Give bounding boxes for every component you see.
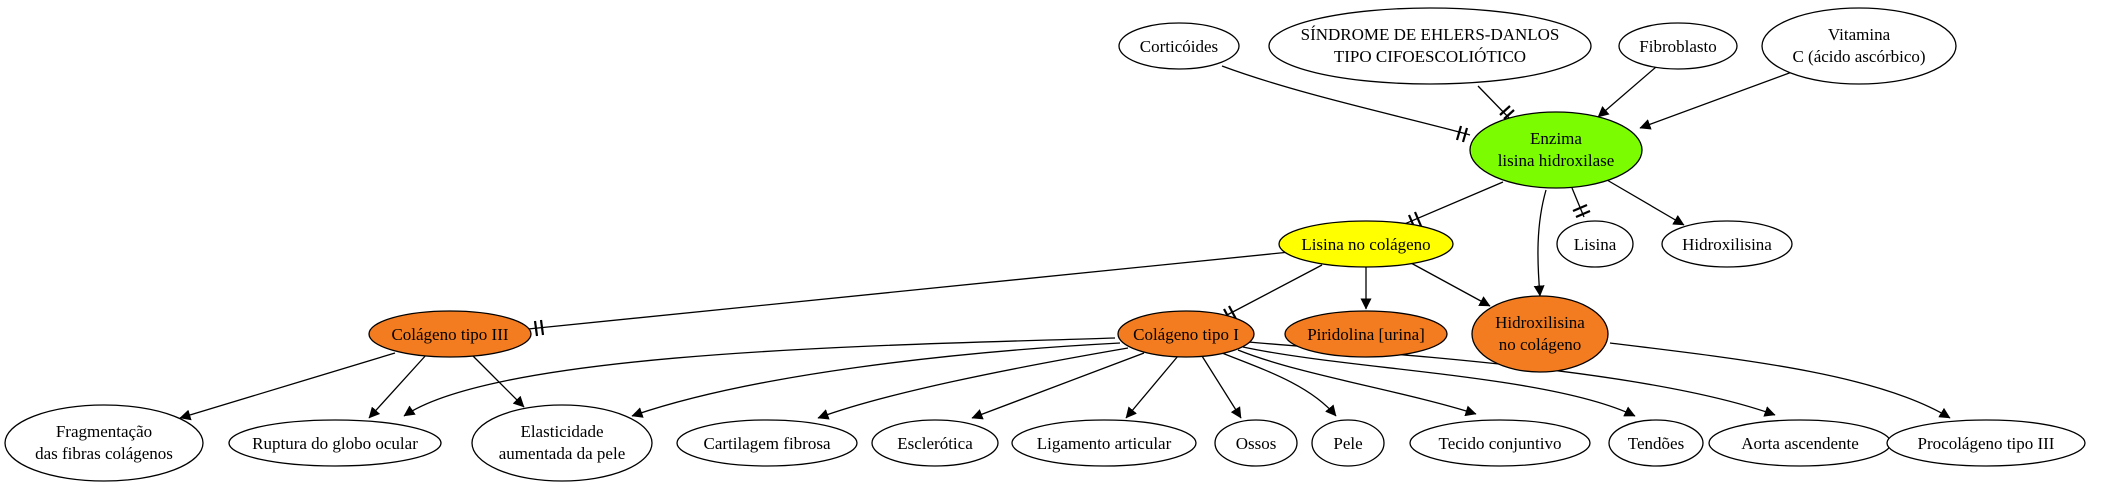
node-ehlers-danlos[interactable]: SÍNDROME DE EHLERS-DANLOS TIPO CIFOESCOL… (1268, 7, 1592, 85)
node-label: Elasticidade (520, 422, 603, 441)
node-label: Fragmentação (56, 422, 152, 441)
edge-col1-tecido (1237, 349, 1477, 417)
node-label: Piridolina [urina] (1307, 325, 1425, 344)
node-label: Procolágeno tipo III (1918, 434, 2055, 453)
node-label: Ossos (1236, 434, 1277, 453)
edge-enzima-lisina (1571, 187, 1585, 218)
edges (179, 65, 1951, 421)
edge-lisinacol-hidroxcol (1410, 262, 1491, 307)
node-lisina-colageno[interactable]: Lisina no colágeno (1278, 220, 1454, 268)
node-label: TIPO CIFOESCOLIÓTICO (1334, 47, 1526, 66)
node-label: Corticóides (1140, 37, 1218, 56)
node-label: Aorta ascendente (1741, 434, 1859, 453)
node-tendoes[interactable]: Tendões (1608, 419, 1704, 467)
edge-lisinacol-col1 (1226, 264, 1323, 316)
node-label: Colágeno tipo I (1133, 325, 1239, 344)
edge-col3-ruptura (368, 353, 428, 419)
node-label: Colágeno tipo III (391, 325, 508, 344)
edge-enzima-lisinacol (1394, 181, 1504, 229)
node-piridolina[interactable]: Piridolina [urina] (1284, 310, 1448, 358)
edge-hidroxcol-procolageno (1609, 342, 1951, 419)
node-label: Enzima (1530, 129, 1582, 148)
node-label: Vitamina (1828, 25, 1891, 44)
edge-col1-cartilagem (817, 347, 1129, 420)
edge-ehlers-enzima (1477, 85, 1513, 122)
edge-col1-ligamento (1125, 355, 1179, 419)
edge-vitamina-enzima (1639, 71, 1793, 130)
node-label: Tecido conjuntivo (1439, 434, 1562, 453)
node-label: Pele (1333, 434, 1362, 453)
node-label: Ruptura do globo ocular (252, 434, 418, 453)
edge-enzima-hidroxilisina (1606, 179, 1685, 226)
node-corticoides[interactable]: Corticóides (1118, 22, 1240, 70)
node-enzima[interactable]: Enzima lisina hidroxilase (1469, 111, 1643, 189)
edge-col1-pele (1221, 352, 1337, 417)
node-lisina[interactable]: Lisina (1556, 220, 1634, 268)
edge-fibroblasto-enzima (1597, 66, 1657, 118)
node-colageno-tipo-iii[interactable]: Colágeno tipo III (368, 310, 532, 358)
node-procolageno[interactable]: Procolágeno tipo III (1886, 419, 2086, 467)
node-label: das fibras colágenos (35, 444, 173, 463)
node-label: aumentada da pele (499, 444, 626, 463)
node-fibroblasto[interactable]: Fibroblasto (1618, 22, 1738, 70)
edge-col1-elasticidade (631, 342, 1121, 418)
node-ligamento[interactable]: Ligamento articular (1011, 419, 1197, 467)
node-esclerotica[interactable]: Esclerótica (871, 419, 999, 467)
node-hidroxilisina-colageno[interactable]: Hidroxilisina no colágeno (1471, 295, 1609, 373)
node-colageno-tipo-i[interactable]: Colágeno tipo I (1117, 310, 1255, 358)
node-label: Hidroxilisina (1495, 313, 1585, 332)
node-label: lisina hidroxilase (1498, 151, 1615, 170)
node-aorta[interactable]: Aorta ascendente (1708, 419, 1892, 467)
node-label: Tendões (1628, 434, 1684, 453)
edge-col1-esclerotica (971, 352, 1145, 420)
nodes: Corticóides SÍNDROME DE EHLERS-DANLOS TI… (4, 7, 2086, 482)
node-label: Lisina no colágeno (1301, 235, 1430, 254)
node-label: no colágeno (1499, 335, 1582, 354)
node-ruptura[interactable]: Ruptura do globo ocular (228, 419, 442, 467)
node-label: SÍNDROME DE EHLERS-DANLOS (1301, 25, 1560, 44)
edge-enzima-hidroxcol (1533, 189, 1547, 297)
node-label: Ligamento articular (1037, 434, 1172, 453)
node-elasticidade[interactable]: Elasticidade aumentada da pele (471, 404, 653, 482)
node-label: Fibroblasto (1639, 37, 1716, 56)
node-label: Cartilagem fibrosa (704, 434, 831, 453)
node-label: C (ácido ascórbico) (1792, 47, 1925, 66)
node-label: Lisina (1574, 235, 1617, 254)
edge-col1-ossos (1201, 355, 1242, 419)
edge-corticoides-enzima (1221, 65, 1471, 136)
edge-col3-fragmentacao (179, 352, 396, 421)
edge-col1-tendoes (1242, 346, 1636, 417)
edge-col3-elasticidade (470, 353, 525, 408)
edge-lisinacol-col3 (527, 251, 1291, 330)
node-tecido[interactable]: Tecido conjuntivo (1409, 419, 1591, 467)
node-fragmentacao[interactable]: Fragmentação das fibras colágenos (4, 404, 204, 482)
node-label: Esclerótica (897, 434, 973, 453)
node-vitamina-c[interactable]: Vitamina C (ácido ascórbico) (1761, 7, 1957, 85)
node-cartilagem[interactable]: Cartilagem fibrosa (676, 419, 858, 467)
node-pele[interactable]: Pele (1311, 419, 1385, 467)
node-label: Hidroxilisina (1682, 235, 1772, 254)
edge-col1-ruptura (403, 337, 1116, 417)
node-ossos[interactable]: Ossos (1214, 419, 1298, 467)
node-hidroxilisina[interactable]: Hidroxilisina (1661, 220, 1793, 268)
